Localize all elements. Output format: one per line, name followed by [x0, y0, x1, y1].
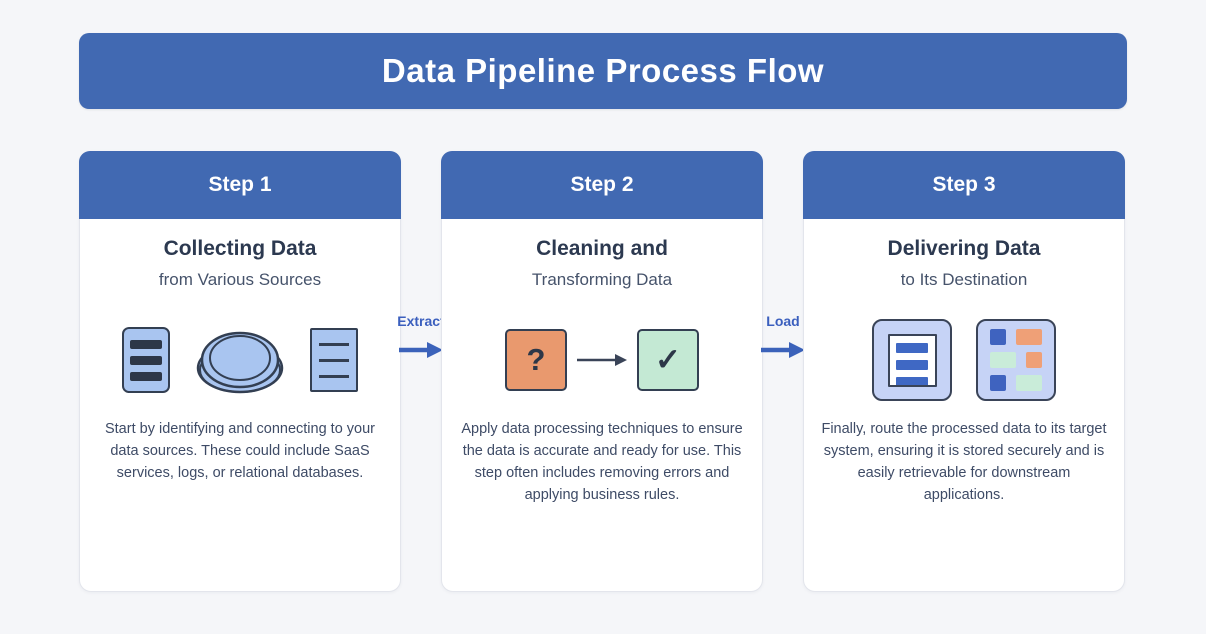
step-3-header: Step 3 — [803, 151, 1125, 219]
step-1-subtitle: from Various Sources — [158, 270, 322, 289]
step-3-title: Delivering Data — [887, 237, 1041, 260]
step-2-subtitle: Transforming Data — [531, 270, 673, 289]
extract-connector: Extract — [379, 313, 463, 364]
check-box-icon: ✓ — [637, 329, 699, 391]
data-disc-icon — [196, 331, 284, 394]
extract-arrow-icon — [399, 342, 443, 358]
step-1-description: Start by identifying and connecting to y… — [104, 421, 376, 481]
question-box-icon: ? — [505, 329, 567, 391]
report-document-icon — [872, 319, 952, 401]
step-3-icon-row — [804, 316, 1124, 404]
step-1-card: Step 1 Collecting Data from Various Sour… — [79, 151, 401, 592]
step-3-description: Finally, route the processed data to its… — [821, 421, 1107, 503]
load-connector: Load — [741, 313, 825, 364]
document-lines-icon — [310, 328, 358, 392]
transform-arrow-icon — [577, 354, 627, 366]
step-2-card: Step 2 Cleaning and Transforming Data ? … — [441, 151, 763, 592]
step-1-header: Step 1 — [79, 151, 401, 219]
page-title: Data Pipeline Process Flow — [381, 52, 825, 89]
extract-label: Extract — [397, 313, 445, 329]
step-2-description: Apply data processing techniques to ensu… — [461, 421, 743, 503]
step-2-icon-row: ? ✓ — [442, 316, 762, 404]
load-label: Load — [766, 313, 800, 329]
step-2-header: Step 2 — [441, 151, 763, 219]
step-3-subtitle: to Its Destination — [900, 270, 1028, 289]
step-2-title: Cleaning and — [536, 237, 668, 260]
step-1-title: Collecting Data — [163, 237, 317, 260]
dashboard-grid-icon — [976, 319, 1056, 401]
check-glyph: ✓ — [655, 342, 681, 377]
load-arrow-icon — [761, 342, 805, 358]
step-3-card: Step 3 Delivering Data to Its Destinatio… — [803, 151, 1125, 592]
title-banner: Data Pipeline Process Flow — [79, 33, 1127, 109]
server-stack-icon — [122, 327, 170, 393]
question-glyph: ? — [526, 342, 546, 377]
step-1-icon-row — [80, 316, 400, 404]
